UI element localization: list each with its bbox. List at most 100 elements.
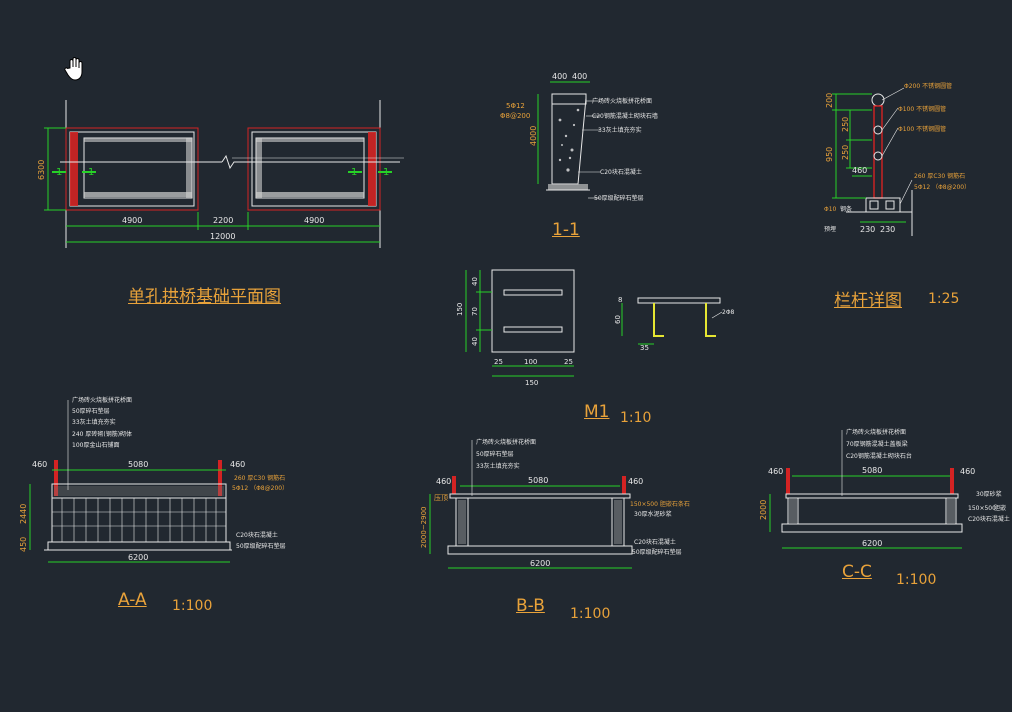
bb-side-dim-r: 460 — [628, 477, 643, 486]
rail-label-4: 260 厚C30 钢筋石 — [914, 172, 965, 180]
railing-detail: 200 250 250 950 460 230 230 Φ200 不锈钢圆管 Φ… — [824, 82, 970, 236]
rail-dim-250a: 250 — [841, 117, 850, 132]
bb-side-dim-l: 460 — [436, 477, 451, 486]
bb-label-3: 33灰土填充夯实 — [476, 462, 520, 470]
bb-right-label-4: 50厚级配碎石垫层 — [632, 548, 682, 556]
aa-right-label-1: 260 厚C30 钢筋石 — [234, 474, 285, 482]
cc-title: C-C — [842, 562, 872, 582]
aa-right-label-4: 50厚级配碎石垫层 — [236, 542, 286, 550]
rail-label-1: Φ200 不锈钢圆管 — [904, 82, 952, 90]
plan-view: 1 1 1 1 6300 4900 2200 4900 12000 — [37, 100, 404, 248]
bb-top-dim: 5080 — [528, 476, 548, 485]
aa-height-1: 2440 — [19, 504, 28, 524]
cc-label-1: 广场砖火烧板拼花桥面 — [846, 428, 906, 436]
plan-dim-mid: 2200 — [213, 216, 233, 225]
cc-side-dim-r: 460 — [960, 467, 975, 476]
s11-left-note-1: 5Φ12 — [506, 102, 525, 110]
aa-scale: 1:100 — [172, 598, 213, 614]
cc-side-dim-l: 460 — [768, 467, 783, 476]
m1-h-dim-1: 25 — [494, 358, 503, 366]
bb-label-2: 50厚碎石垫层 — [476, 450, 514, 458]
pan-hand-icon[interactable] — [64, 56, 88, 82]
aa-overall: 6200 — [128, 553, 148, 562]
m1-v-dim-2: 70 — [471, 307, 479, 316]
plan-dim-left: 4900 — [122, 216, 142, 225]
rail-dim-460: 460 — [852, 166, 867, 175]
m1-detail: 150 40 70 40 25 100 25 150 60 35 8 2Φ8 — [456, 269, 735, 387]
aa-label-1: 广场砖火烧板拼花桥面 — [72, 396, 132, 404]
section-b-b: 5080 460 460 2000~2900 压顶 6200 广场砖火烧板拼花桥… — [420, 438, 690, 569]
section-a-a: 5080 460 460 2440 450 6200 广场砖火烧板拼花桥面 50… — [19, 396, 288, 563]
rail-left-label-3: 预埋 — [824, 225, 836, 233]
aa-side-dim-l: 460 — [32, 460, 47, 469]
m1-v-dim-1: 40 — [471, 277, 479, 286]
cc-right-label-4: C20块石混凝土 — [968, 515, 1010, 523]
aa-side-dim-r: 460 — [230, 460, 245, 469]
s11-label-5: 50厚级配碎石垫层 — [594, 194, 644, 202]
bb-right-label-3: C20块石混凝土 — [634, 538, 676, 546]
rail-label-5: 5Φ12 （Φ8@200） — [914, 184, 970, 191]
rail-dim-250b: 250 — [841, 145, 850, 160]
m1-hook-h: 60 — [614, 315, 622, 324]
cc-label-3: C20钢筋混凝土砌块石台 — [846, 452, 912, 460]
m1-h-dim-3: 25 — [564, 358, 573, 366]
section-c-c: 5080 460 460 2000 6200 广场砖火烧板拼花桥面 70厚钢筋混… — [759, 428, 1010, 549]
aa-title: A-A — [118, 590, 147, 610]
bb-left-label: 压顶 — [434, 494, 448, 502]
aa-right-label-3: C20块石混凝土 — [236, 531, 278, 539]
rail-bottom-dim-1: 230 — [860, 225, 875, 234]
s11-top-dim-1: 400 — [552, 72, 567, 81]
rail-dim-200: 200 — [825, 93, 834, 108]
bb-right-label-1: 150×500 胆嵌石条石 — [630, 500, 690, 508]
m1-h-dim-2: 100 — [524, 358, 537, 366]
section-mark-1a: 1 — [56, 167, 62, 178]
m1-hook-label: 2Φ8 — [722, 309, 735, 316]
cc-scale: 1:100 — [896, 572, 937, 588]
m1-v-dim-3: 40 — [471, 337, 479, 346]
rail-left-label-2: 钢条 — [840, 205, 852, 213]
bb-label-1: 广场砖火烧板拼花桥面 — [476, 438, 536, 446]
m1-title: M1 — [584, 402, 610, 422]
railing-title: 栏杆详图 — [834, 291, 902, 311]
bb-height: 2000~2900 — [420, 507, 428, 549]
aa-height-2: 450 — [19, 537, 28, 552]
bb-overall: 6200 — [530, 559, 550, 568]
m1-total-h: 150 — [456, 303, 464, 316]
rail-bottom-dim-2: 230 — [880, 225, 895, 234]
s11-height: 4000 — [529, 126, 538, 146]
bb-scale: 1:100 — [570, 606, 611, 622]
aa-label-4: 240 厚砖砌(钢筋)砌体 — [72, 430, 132, 438]
aa-label-2: 50厚碎石垫层 — [72, 407, 110, 415]
plan-title: 单孔拱桥基础平面图 — [128, 287, 281, 307]
railing-scale: 1:25 — [928, 291, 960, 307]
cc-right-label-2: 胆嵌 — [994, 505, 1006, 512]
plan-dim-right: 4900 — [304, 216, 324, 225]
cc-right-label-1: 30厚砂浆 — [976, 490, 1002, 498]
plan-dim-total: 12000 — [210, 232, 235, 241]
rail-label-3: Φ100 不锈钢圆管 — [898, 125, 946, 133]
aa-label-3: 33灰土填充夯实 — [72, 418, 116, 426]
aa-right-label-2: 5Φ12 （Φ8@200） — [232, 485, 288, 492]
rail-label-2: Φ100 不锈钢圆管 — [898, 105, 946, 113]
cc-top-dim: 5080 — [862, 466, 882, 475]
m1-total-w: 150 — [525, 379, 538, 387]
s11-left-note-2: Φ8@200 — [500, 112, 530, 120]
cc-label-2: 70厚钢筋混凝土盖板梁 — [846, 440, 908, 448]
m1-scale: 1:10 — [620, 410, 652, 426]
cc-overall: 6200 — [862, 539, 882, 548]
cc-right-label-3: 150×500 — [968, 505, 996, 512]
m1-hook-small: 8 — [618, 296, 622, 304]
s11-label-1: 广场砖火烧板拼花桥面 — [592, 97, 652, 105]
section-mark-1b: 1 — [88, 167, 94, 178]
aa-top-dim: 5080 — [128, 460, 148, 469]
bb-title: B-B — [516, 596, 545, 616]
cc-height: 2000 — [759, 500, 768, 520]
s11-label-4: C20块石混凝土 — [600, 168, 642, 176]
plan-dim-height: 6300 — [37, 160, 46, 180]
bb-right-label-2: 30厚水泥砂浆 — [634, 510, 672, 518]
s11-top-dim-2: 400 — [572, 72, 587, 81]
section-mark-1c: 1 — [351, 167, 357, 178]
section-1-1-title: 1-1 — [552, 220, 580, 240]
m1-hook-w: 35 — [640, 344, 649, 352]
